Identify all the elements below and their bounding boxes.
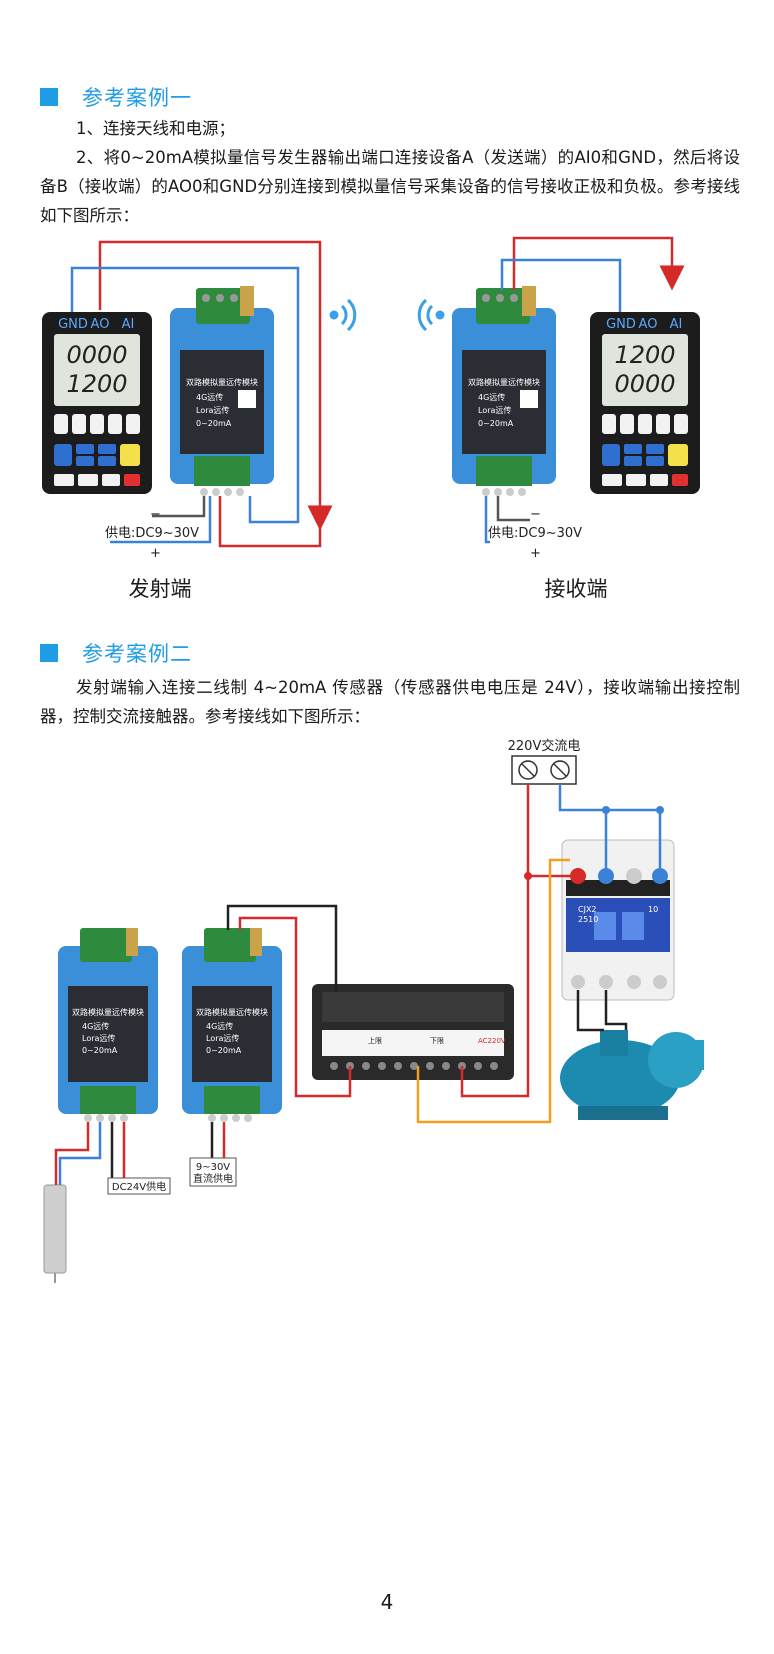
wire-sensor-red [54,1122,90,1185]
case2-module2-name: 双路模拟量远传模块 [196,1007,268,1017]
wire-right-supply [484,496,490,544]
rx-power-label-box [189,1157,237,1187]
wireless-send-icon [329,298,357,332]
wire-left-gnd-blue [70,266,300,524]
module-a-name: 双路模拟量远传模块 [186,377,258,387]
meter-right-gnd: GND [606,317,636,332]
case1-step1: 1、连接天线和电源； [76,119,235,138]
case1-left-minus: − [150,507,161,522]
meter-right-ai: AI [670,317,683,332]
rx-power-label-line1: 9~30V [196,1162,230,1173]
controller-label-ac: AC220V [478,1037,506,1045]
water-pump [560,1030,704,1120]
case2-module2-opt2: Lora远传 [206,1033,239,1043]
wire-control-orange [416,858,570,1124]
contactor-model-1: CJX2 [578,905,597,914]
level-controller: 上限 下限 AC220V [312,984,514,1080]
tx-power-label: DC24V供电 [112,1180,166,1193]
meter-right-bottom-reading: 0000 [614,370,675,398]
controller-label-upper: 上限 [368,1036,382,1045]
wire-pump-black-2 [604,990,628,1030]
wire-right-ao-red [512,236,685,291]
wire-right-minus [496,496,530,522]
wire-right-gnd-blue [500,258,622,312]
case2-transmitter-module: 双路模拟量远传模块 4G远传 Lora远传 0~20mA [58,928,158,1122]
wire-rx-to-controller-black [226,904,338,992]
module-b-opt2: Lora远传 [478,405,511,415]
contactor-model-2: 2510 [578,915,598,924]
case2-module2-opt1: 4G远传 [206,1021,233,1031]
case2-module2-opt3: 0~20mA [206,1046,242,1055]
wire-sensor-blue [58,1122,102,1185]
wireless-receive-icon [417,298,445,332]
case1-right-minus: − [530,507,541,522]
meter-left-ao: AO [91,317,110,332]
wire-rx-to-controller-red [238,916,352,1098]
meter-left-ai: AI [122,317,135,332]
wire-left-supply [110,496,212,544]
heading-square-icon [40,644,58,662]
case1-step2: 2、将0~20mA模拟量信号发生器输出端口连接设备A（发送端）的AI0和GND，… [40,148,740,225]
module-a-opt2: Lora远传 [196,405,229,415]
case1-wiring-diagram: GND AO AI 0000 1200 双路模拟量远传模块 4G远传 Lora远… [42,236,700,601]
case1-rx-caption: 接收端 [545,577,608,601]
meter-right-ao: AO [639,317,658,332]
case1-right-power-label: 供电:DC9~30V [488,526,582,541]
ac-terminal-box [511,755,577,785]
case1-heading: 参考案例一 [40,82,192,112]
meter-left-top-reading: 0000 [66,341,127,369]
case1-right-plus: + [530,546,541,561]
module-b-name: 双路模拟量远传模块 [468,377,540,387]
ac-source-label: 220V交流电 [508,738,581,754]
wire-left-minus [152,496,206,518]
signal-generator-left: GND AO AI 0000 1200 [42,312,152,494]
case2-module1-opt3: 0~20mA [82,1046,118,1055]
case1-title: 参考案例一 [82,86,192,110]
case2-title: 参考案例二 [82,642,192,666]
contactor-rating: 10 [648,905,658,914]
wire-left-ao-red [98,240,333,531]
ac-terminal-screws [518,760,570,780]
wire-pump-black-1 [576,990,604,1032]
case2-paragraph: 发射端输入连接二线制 4~20mA 传感器（传感器供电电压是 24V），接收端输… [40,678,740,726]
case2-module1-opt1: 4G远传 [82,1021,109,1031]
case1-left-power-label: 供电:DC9~30V [105,526,199,541]
heading-square-icon [40,88,58,106]
case2-wiring-diagram: 220V交流电 CJX2 2510 10 上限 下限 AC220V [43,738,704,1283]
wire-ac-live-red [460,784,530,1098]
case2-module1-name: 双路模拟量远传模块 [72,1007,144,1017]
module-b-opt3: 0~20mA [478,419,514,428]
module-b-opt1: 4G远传 [478,392,505,402]
case1-left-plus: + [150,546,161,561]
ac-contactor: CJX2 2510 10 [561,839,675,1001]
meter-left-gnd: GND [58,317,88,332]
controller-label-lower: 下限 [430,1036,444,1045]
page-number: 4 [380,1590,394,1614]
case2-receiver-module: 双路模拟量远传模块 4G远传 Lora远传 0~20mA [182,928,282,1122]
module-a-opt1: 4G远传 [196,392,223,402]
case2-heading: 参考案例二 [40,638,192,668]
signal-meter-right: GND AO AI 1200 0000 [590,312,700,494]
module-a-opt3: 0~20mA [196,419,232,428]
receiver-module-b: 双路模拟量远传模块 4G远传 Lora远传 0~20mA [452,286,556,496]
case2-module1-opt2: Lora远传 [82,1033,115,1043]
meter-left-bottom-reading: 1200 [66,370,127,398]
pressure-sensor-probe [43,1184,67,1283]
transmitter-module-a: 双路模拟量远传模块 4G远传 Lora远传 0~20mA [170,286,274,496]
rx-power-label-line2: 直流供电 [193,1172,233,1185]
case1-tx-caption: 发射端 [129,577,192,601]
tx-power-label-box [107,1177,171,1195]
meter-right-top-reading: 1200 [614,341,675,369]
wire-left-plus-red [218,496,322,548]
